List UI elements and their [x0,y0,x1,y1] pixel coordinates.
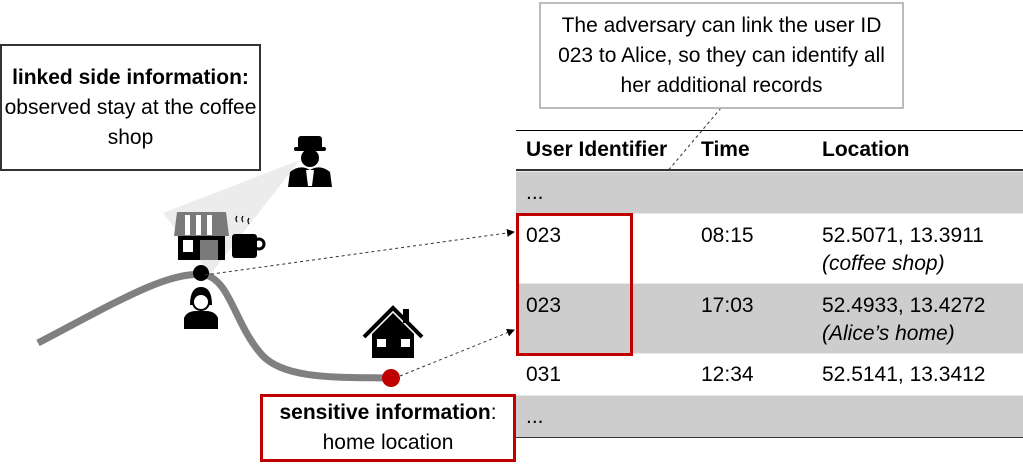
coffee-stop-marker [193,265,209,281]
link-arrow-coffee [204,229,515,276]
sensitive-text: home location [322,431,454,454]
cell-location: 52.5071, 13.3911 (coffee shop) [812,222,1023,283]
cell-location: 52.4933, 13.4272 (Alice’s home) [812,292,1023,353]
side-information-box: linked side information: observed stay a… [0,44,261,171]
location-coords: 52.4933, 13.4272 [822,294,986,317]
location-records-table: User Identifier Time Location ... 023 08… [516,130,1023,438]
movement-path [36,270,391,382]
location-note: (coffee shop) [822,252,945,275]
cell-id: ... [526,404,544,428]
adversary-callout: The adversary can link the user ID 023 t… [539,2,904,109]
home-stop-marker [382,369,400,387]
table-row: ... [516,171,1023,213]
link-arrow-callout [633,107,722,212]
sensitive-information-box: sensitive information: home location [260,394,516,462]
callout-text: The adversary can link the user ID 023 t… [558,13,885,97]
table-row: 023 17:03 52.4933, 13.4272 (Alice’s home) [516,283,1023,353]
spy-icon [288,136,332,187]
cell-id: 023 [526,224,562,247]
cell-location: 52.5141, 13.3412 [822,362,986,386]
house-icon [362,305,424,358]
cell-time: 08:15 [701,224,754,247]
location-coords: 52.5071, 13.3911 [822,224,984,247]
table-row: 023 08:15 52.5071, 13.3911 (coffee shop) [516,213,1023,283]
coffee-cup-icon [232,215,266,258]
cell-id: ... [526,180,544,204]
header-time: Time [701,138,750,161]
table-header: User Identifier Time Location [516,131,1023,171]
side-info-label: linked side information: [12,65,249,89]
woman-icon [184,287,218,329]
sensitive-label: sensitive information [279,401,491,424]
header-location: Location [822,138,910,161]
link-arrow-home [399,328,515,377]
location-note: (Alice’s home) [822,322,955,345]
shop-icon [174,212,229,260]
sensitive-colon: : [490,401,497,424]
cell-time: 17:03 [701,294,754,317]
header-user-identifier: User Identifier [526,138,668,161]
cell-id: 023 [526,294,562,317]
side-info-text: observed stay at the coffee shop [4,95,257,149]
table-row: 031 12:34 52.5141, 13.3412 [516,353,1023,395]
cell-time: 12:34 [701,362,754,386]
linked-id-highlight [516,213,633,356]
table-row: ... [516,395,1023,437]
cell-id: 031 [526,362,562,386]
